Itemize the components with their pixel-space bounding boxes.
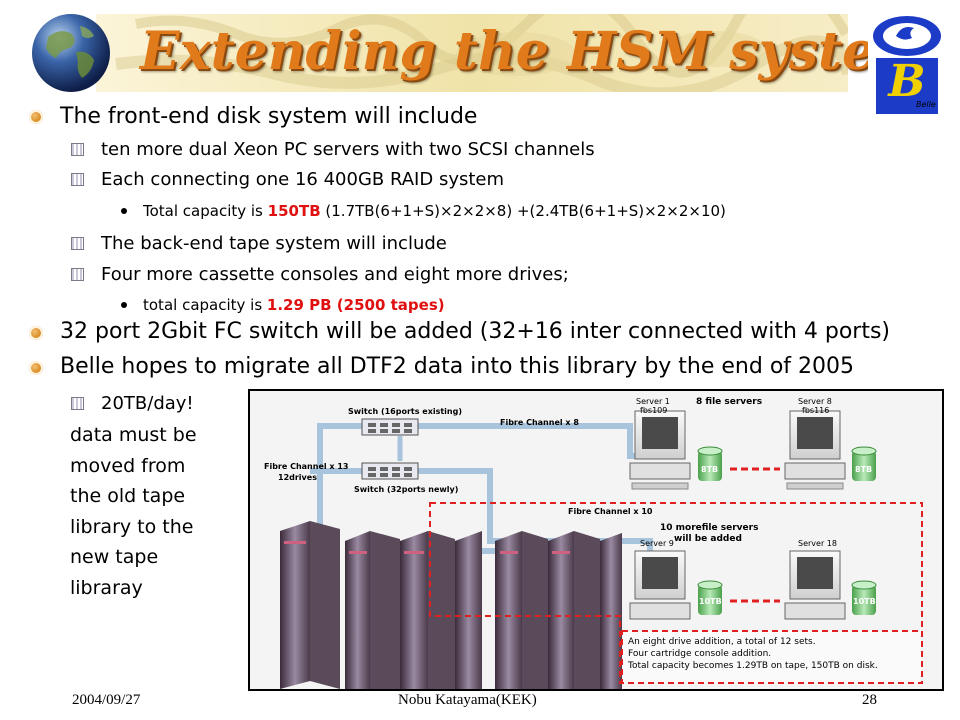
bullet-transfer-rate: 20TB/day! <box>101 393 194 414</box>
tape-library-existing <box>280 521 482 689</box>
disk-8tb-2 <box>851 446 877 481</box>
label-will-be-added: will be added <box>674 534 742 544</box>
server-1 <box>629 410 691 490</box>
page-title: Extending the HSM system <box>140 21 931 82</box>
server-9 <box>629 550 691 620</box>
tape-capacity-value: 1.29 PB (2500 tapes) <box>266 296 445 314</box>
sub-bullet-icon <box>71 268 84 281</box>
note-line-1: An eight drive addition, a total of 12 s… <box>628 637 816 647</box>
label-server8-host: fbs116 <box>802 406 830 415</box>
disk-8tb-1 <box>697 446 723 481</box>
label-more-servers: 10 morefile servers <box>660 523 759 533</box>
dot-bullet-icon <box>121 208 127 214</box>
side-note-line: libraray <box>70 576 143 599</box>
capacity-label: Total capacity is <box>143 202 268 220</box>
disk-10tb-2 <box>851 580 877 615</box>
label-fc-x8: Fibre Channel x 8 <box>500 418 579 427</box>
note-line-3: Total capacity becomes 1.29TB on tape, 1… <box>628 661 878 671</box>
capacity-value: 150TB <box>267 202 321 220</box>
bullet-xeon-servers: ten more dual Xeon PC servers with two S… <box>101 139 595 160</box>
server-18 <box>784 550 846 620</box>
footer-page-number: 28 <box>862 692 877 708</box>
bullet-disk-capacity: Total capacity is 150TB (1.7TB(6+1+S)×2×… <box>143 201 726 221</box>
label-server9: Server 9 <box>640 539 674 548</box>
bullet-tape-system: The back-end tape system will include <box>101 233 447 254</box>
tape-library-new <box>495 531 622 689</box>
switch-new <box>361 462 419 480</box>
new-equipment-outline <box>429 502 923 684</box>
label-12drives: 12drives <box>278 473 317 482</box>
side-note: data must be moved from the old tape lib… <box>70 420 197 603</box>
footer-date: 2004/09/27 <box>72 692 141 708</box>
label-fc-x10: Fibre Channel x 10 <box>568 507 653 516</box>
label-server8: Server 8 <box>798 397 832 406</box>
sub-bullet-icon <box>71 173 84 186</box>
sub-bullet-icon <box>71 143 84 156</box>
dot-bullet-icon <box>121 302 127 308</box>
side-note-line: data must be <box>70 424 197 446</box>
label-server18: Server 18 <box>798 539 837 548</box>
diagram-graphics <box>280 410 923 689</box>
sub-bullet-icon <box>71 397 84 410</box>
bullet-fc-switch: 32 port 2Gbit FC switch will be added (3… <box>60 319 891 344</box>
note-line-2: Four cartridge console addition. <box>628 649 772 659</box>
label-fc-x13: Fibre Channel x 13 <box>264 462 349 471</box>
label-disk-8tb-2: 8TB <box>855 465 873 474</box>
title-banner <box>96 14 848 92</box>
bullet-raid-system: Each connecting one 16 400GB RAID system <box>101 169 505 190</box>
bullet-icon <box>29 326 43 340</box>
sub-bullet-icon <box>71 237 84 250</box>
hsm-diagram: Switch (16ports existing) Switch (32port… <box>248 389 944 691</box>
tape-capacity-label: total capacity is <box>143 296 267 314</box>
bullet-dtf2-migration: Belle hopes to migrate all DTF2 data int… <box>60 354 855 379</box>
label-switch-new: Switch (32ports newly) <box>354 485 459 494</box>
world-map-background <box>115 14 848 92</box>
capacity-formula: (1.7TB(6+1+S)×2×2×8) +(2.4TB(6+1+S)×2×2×… <box>320 202 726 220</box>
side-note-line: the old tape <box>70 485 186 507</box>
label-server1: Server 1 <box>636 397 670 406</box>
belle-logo-text: Belle <box>916 100 936 109</box>
globe-icon <box>30 12 112 94</box>
svg-text:B: B <box>886 56 925 107</box>
label-disk-10tb-2: 10TB <box>853 597 876 606</box>
side-note-line: library to the <box>70 515 194 538</box>
label-server1-host: fbs109 <box>640 406 668 415</box>
bullet-cassette-consoles: Four more cassette consoles and eight mo… <box>101 264 569 285</box>
bullet-tape-capacity: total capacity is 1.29 PB (2500 tapes) <box>143 295 445 315</box>
footer-author: Nobu Katayama(KEK) <box>398 692 537 708</box>
side-note-line: moved from <box>70 454 186 477</box>
bullet-icon <box>29 361 43 375</box>
label-file-servers: 8 file servers <box>696 397 763 407</box>
label-switch-existing: Switch (16ports existing) <box>348 407 463 416</box>
label-disk-8tb-1: 8TB <box>701 465 719 474</box>
server-8 <box>784 410 846 490</box>
switch-existing <box>361 418 419 436</box>
belle-logo: B Belle <box>868 12 946 118</box>
bullet-front-end-disk: The front-end disk system will include <box>60 104 478 129</box>
label-disk-10tb-1: 10TB <box>699 597 722 606</box>
addition-note-box <box>621 630 923 684</box>
side-note-line: new tape <box>70 546 159 568</box>
disk-10tb-1 <box>697 580 723 615</box>
bullet-icon <box>29 110 43 124</box>
